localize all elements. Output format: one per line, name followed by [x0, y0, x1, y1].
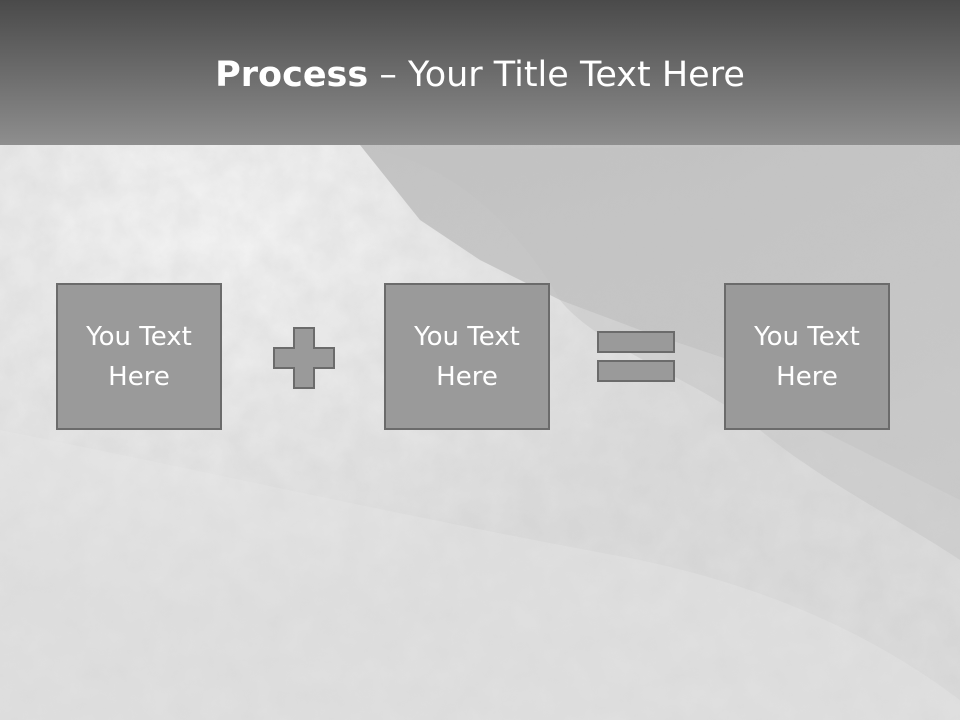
- text-box-1[interactable]: You Text Here: [56, 283, 222, 430]
- slide-title: Process – Your Title Text Here: [0, 52, 960, 98]
- text-box-3[interactable]: You Text Here: [724, 283, 890, 430]
- equals-icon: [597, 331, 675, 382]
- text-box-2[interactable]: You Text Here: [384, 283, 550, 430]
- title-bold-text: Process: [215, 55, 369, 95]
- plus-icon: [273, 327, 335, 389]
- title-bar: Process – Your Title Text Here: [0, 0, 960, 145]
- text-box-1-label: You Text Here: [86, 321, 192, 392]
- text-box-2-label: You Text Here: [414, 321, 520, 392]
- text-box-3-label: You Text Here: [754, 321, 860, 392]
- title-rest-text: – Your Title Text Here: [368, 55, 745, 95]
